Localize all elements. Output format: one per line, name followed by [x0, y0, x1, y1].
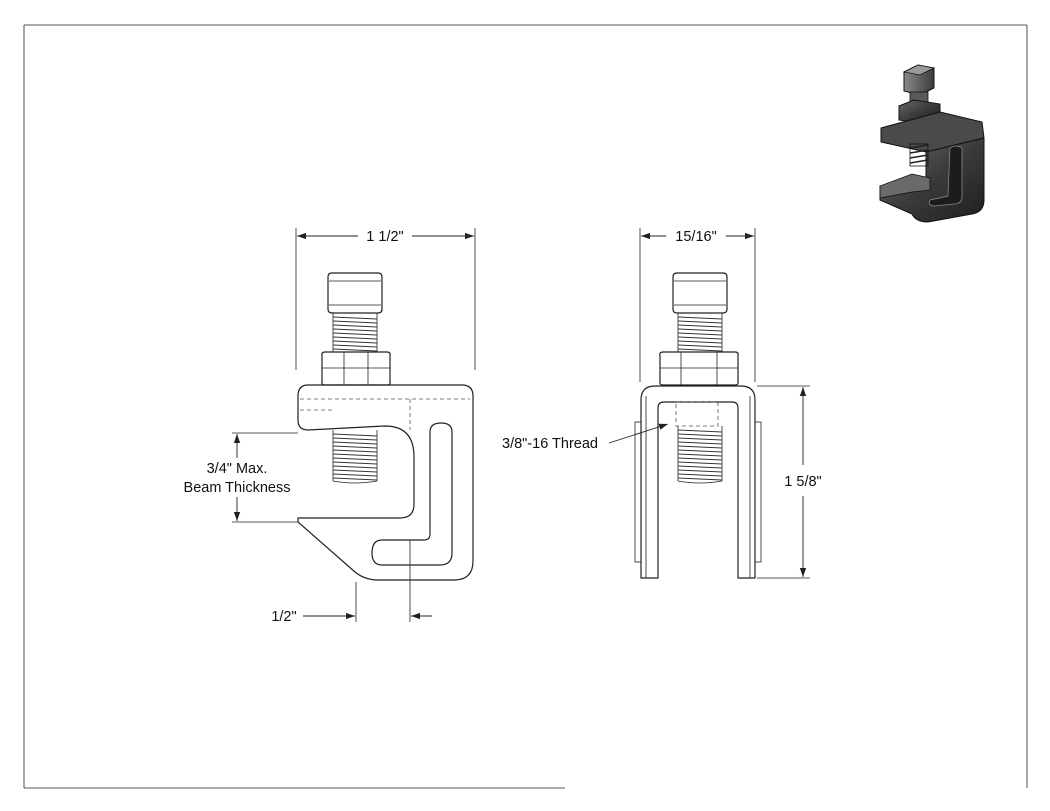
front-view — [608, 228, 810, 579]
front-clamp-frame — [640, 385, 756, 579]
side-hex-nut — [321, 351, 391, 386]
offset-dimension — [303, 540, 432, 622]
front-width-dimension — [639, 228, 756, 382]
side-width-dimension — [295, 228, 476, 370]
beam-thickness-label-line2: Beam Thickness — [184, 480, 291, 496]
isometric-view-image — [879, 64, 985, 223]
side-upper-thread — [332, 313, 378, 352]
front-upper-thread — [677, 313, 723, 352]
width-front-label: 15/16" — [675, 229, 716, 245]
side-bolt-head — [327, 272, 383, 314]
width-side-label: 1 1/2" — [366, 229, 403, 245]
thread-label: 3/8"-16 Thread — [502, 436, 598, 452]
front-hex-nut — [659, 351, 739, 386]
side-clamp-body — [297, 384, 474, 581]
front-lower-thread — [677, 426, 723, 484]
front-bolt-head — [672, 272, 728, 314]
side-view — [232, 228, 476, 622]
side-slot — [371, 422, 453, 566]
side-lower-thread — [332, 430, 378, 484]
beam-thickness-label-line1: 3/4" Max. — [207, 461, 268, 477]
beam-thickness-dimension — [232, 432, 298, 523]
height-label: 1 5/8" — [784, 474, 821, 490]
thread-leader — [608, 423, 669, 444]
sheet-border — [23, 24, 1028, 789]
offset-label: 1/2" — [271, 609, 296, 625]
height-dimension — [757, 385, 810, 579]
